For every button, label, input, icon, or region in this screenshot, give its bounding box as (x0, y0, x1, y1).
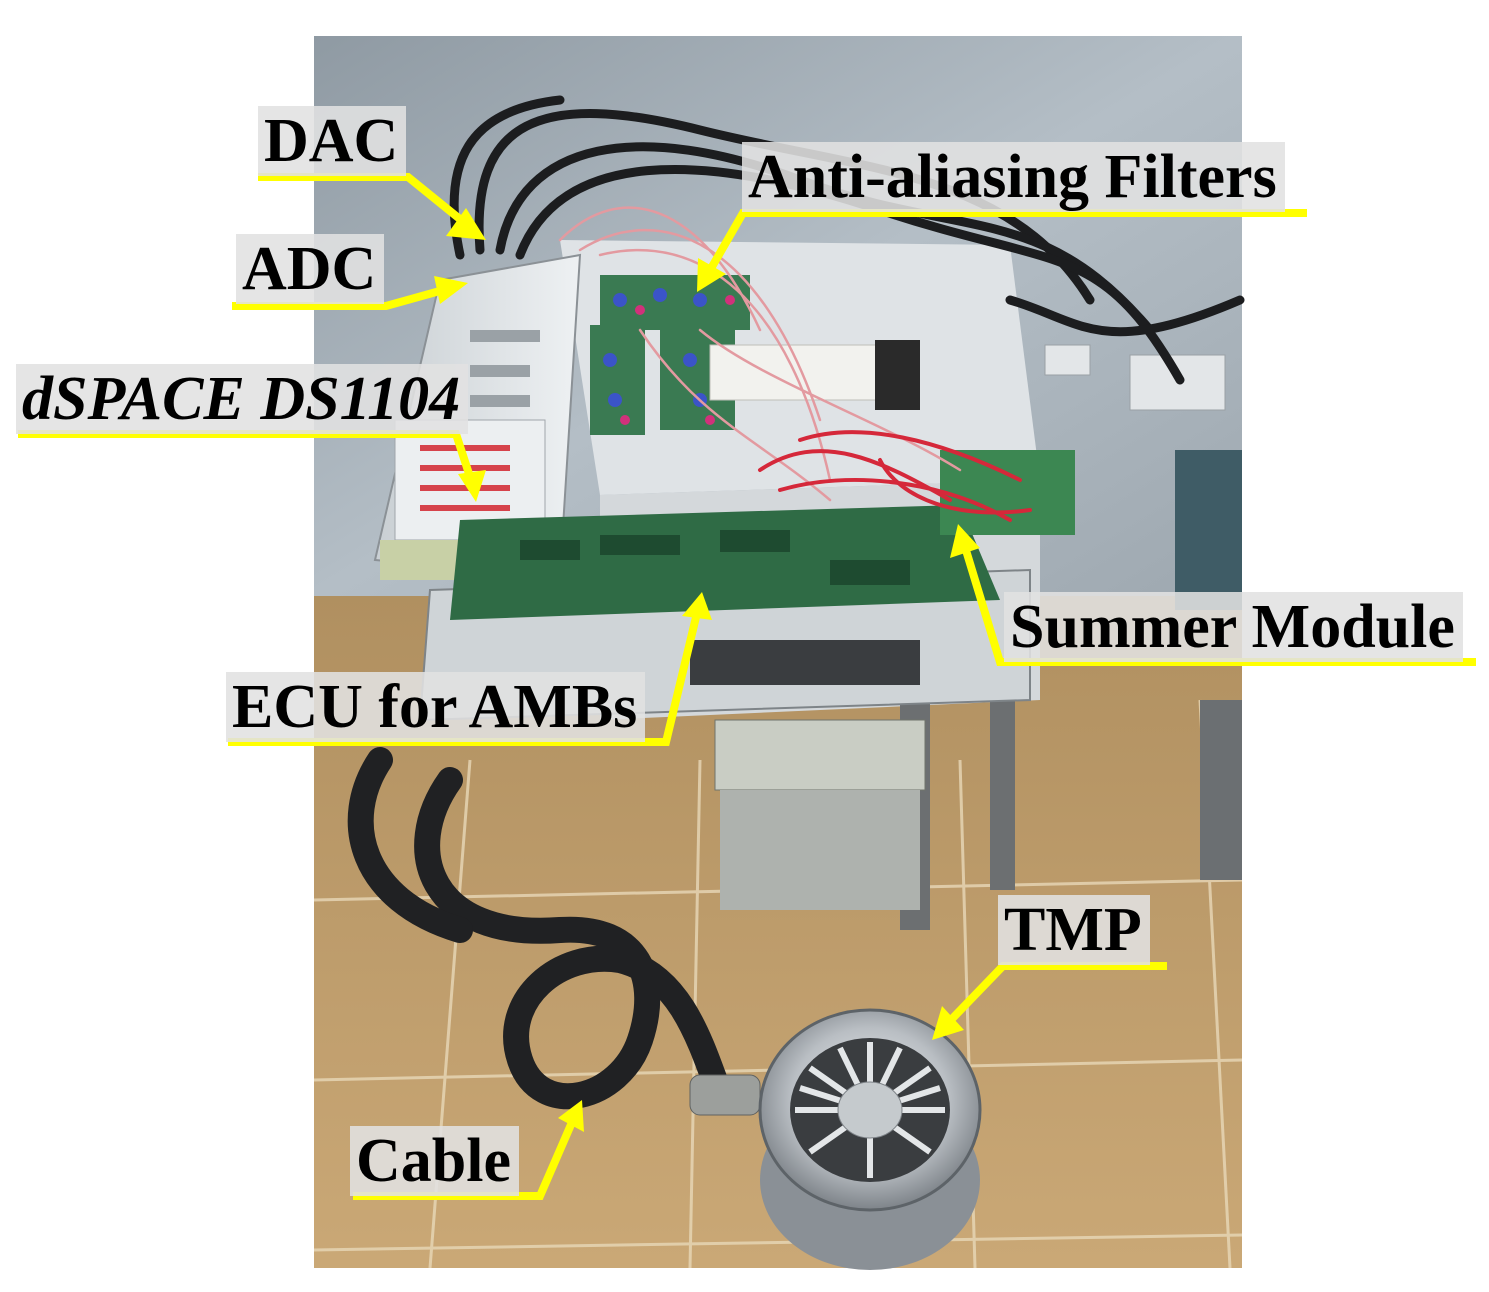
filters-label: Anti-aliasing Filters (742, 142, 1285, 212)
summer-arrow (961, 545, 1476, 666)
summer-module-label: Summer Module (1004, 592, 1463, 662)
tmp-arrow (945, 962, 1167, 1026)
ecu-label: ECU for AMBs (226, 672, 646, 742)
adc-label: ADC (236, 234, 385, 304)
power-supply (714, 719, 926, 910)
dac-label: DAC (258, 106, 407, 176)
annotation-arrows (18, 173, 1476, 1200)
adc-arrow (232, 285, 449, 310)
ecu-arrow (228, 612, 701, 746)
dspace-label: dSPACE DS1104 (16, 364, 469, 434)
cable-arrow (353, 1118, 577, 1200)
dspace-arrow (18, 430, 476, 485)
cable-label: Cable (350, 1126, 519, 1196)
tmp-pump (689, 1008, 982, 1270)
tmp-label: TMP (998, 895, 1150, 965)
annotation-arrowheads (434, 208, 980, 1132)
dac-arrow (258, 173, 469, 228)
filters-arrow (705, 209, 1307, 274)
